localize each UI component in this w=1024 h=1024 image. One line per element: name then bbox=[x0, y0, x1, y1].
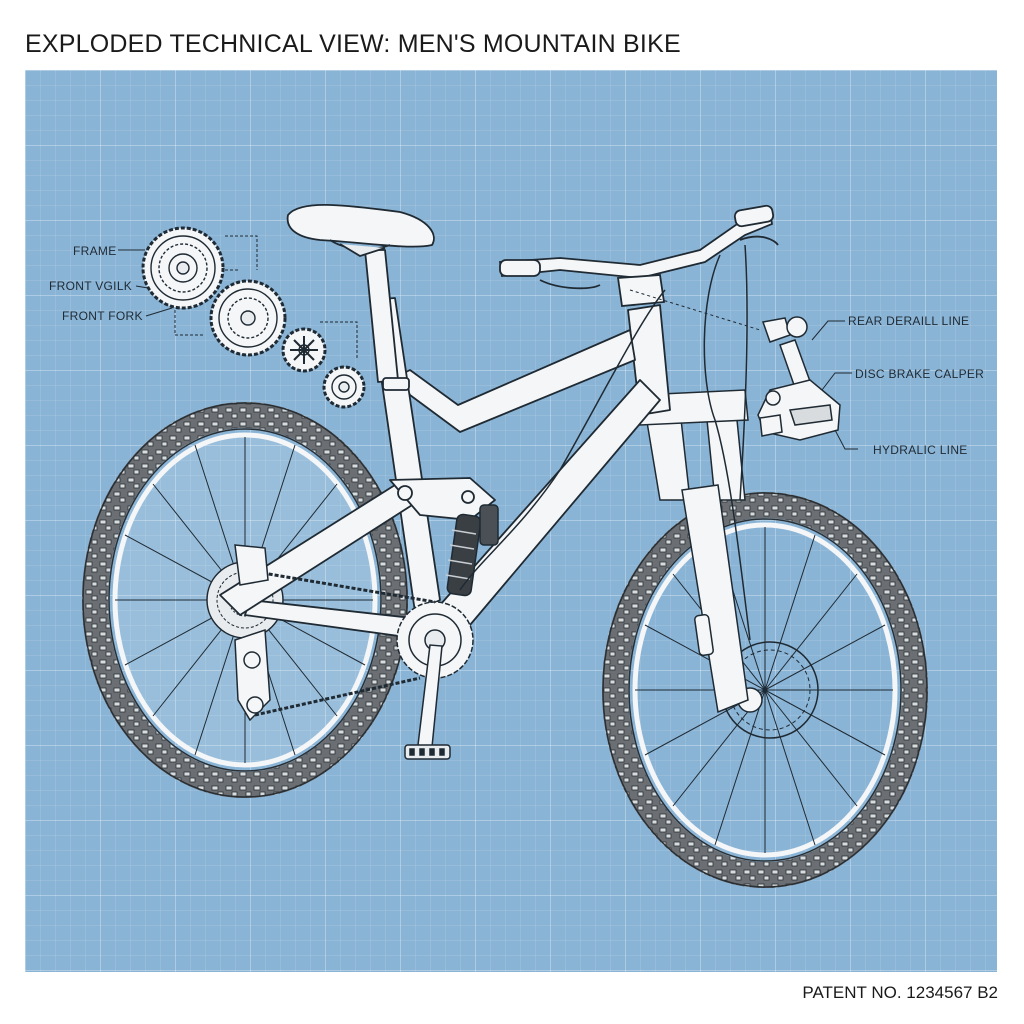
exploded-rear-derailleur bbox=[757, 316, 841, 441]
front-fork bbox=[639, 389, 749, 714]
handlebar bbox=[498, 204, 779, 307]
bike-illustration bbox=[82, 204, 928, 888]
exploded-arrows bbox=[174, 235, 358, 360]
callout-disc-brake-caliper: DISC BRAKE CALPER bbox=[855, 367, 985, 381]
callout-front-fork: FRONT FORK bbox=[62, 309, 143, 323]
bike-frame bbox=[219, 249, 671, 641]
cables bbox=[459, 244, 751, 641]
crankset bbox=[396, 601, 474, 760]
callout-front-vgilk: FRONT VGILK bbox=[49, 279, 133, 293]
callout-frame: FRAME bbox=[73, 244, 117, 258]
saddle bbox=[286, 204, 435, 257]
callout-hydraulic-line: HYDRALIC LINE bbox=[873, 443, 968, 457]
patent-number: PATENT NO. 1234567 B2 bbox=[802, 983, 998, 1002]
chain bbox=[244, 568, 436, 717]
page-title: EXPLODED TECHNICAL VIEW: MEN'S MOUNTAIN … bbox=[25, 30, 681, 58]
rear-derailleur-mounted bbox=[234, 544, 271, 722]
front-wheel bbox=[602, 492, 928, 888]
callout-rear-derail-line: REAR DERAILL LINE bbox=[848, 314, 970, 328]
cable-arrow bbox=[629, 289, 761, 331]
exploded-cassette bbox=[141, 226, 366, 409]
leader-lines bbox=[118, 249, 858, 450]
blueprint-panel: FRAME FRONT VGILK FRONT FORK REAR DERAIL… bbox=[25, 70, 997, 972]
